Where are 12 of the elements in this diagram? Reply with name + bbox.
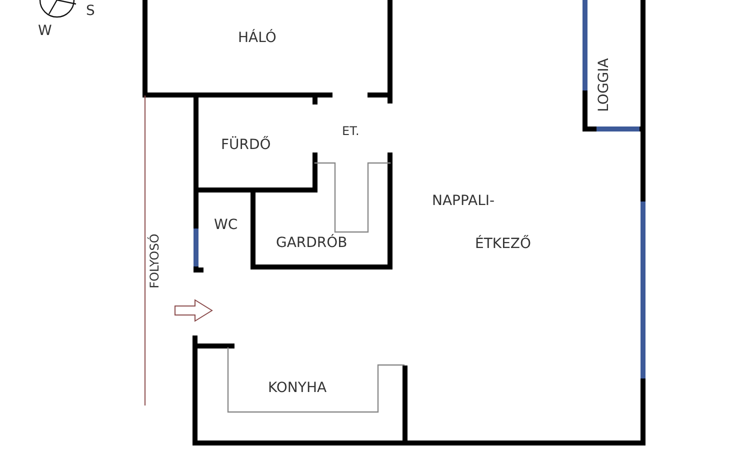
room-label: LOGGIA — [596, 58, 611, 112]
room-label: FÜRDŐ — [221, 138, 271, 152]
room-label: ET. — [342, 125, 360, 137]
compass-direction: W — [38, 24, 52, 38]
room-label: FOLYOSÓ — [148, 233, 160, 288]
room-label: NAPPALI- — [432, 194, 495, 208]
room-label: ÉTKEZŐ — [475, 237, 532, 251]
room-label: GARDRÓB — [276, 236, 348, 250]
room-label: WC — [214, 218, 238, 232]
room-label: HÁLÓ — [238, 31, 276, 45]
room-label: KONYHA — [268, 381, 327, 395]
compass-direction: S — [86, 4, 95, 18]
